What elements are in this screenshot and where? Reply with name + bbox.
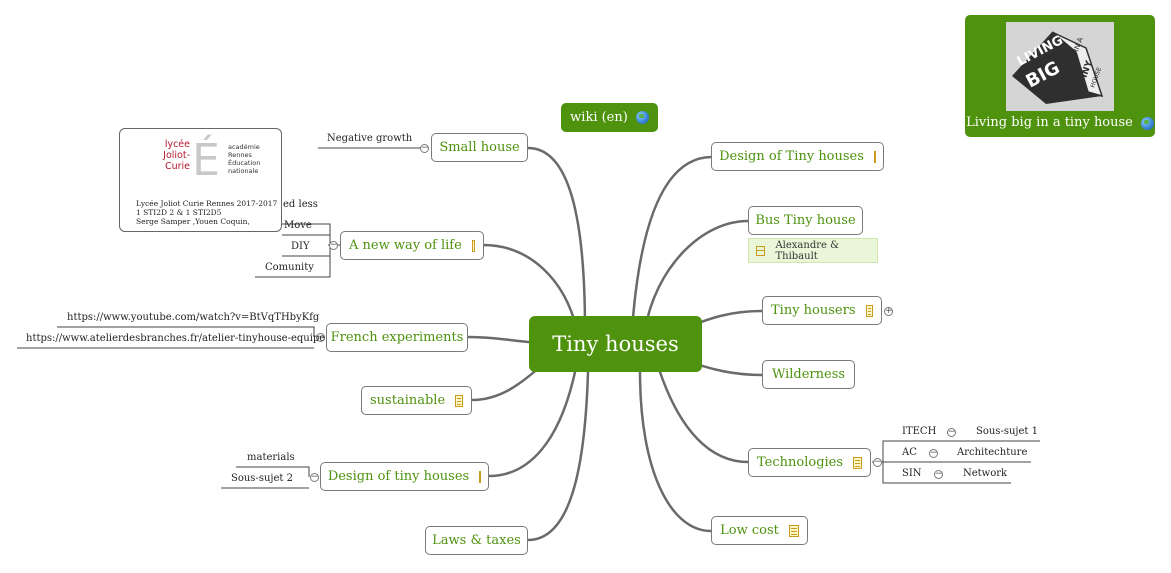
topic-bus-tiny-house[interactable]: Bus Tiny house [748, 206, 863, 235]
topic-wilderness-label: Wilderness [771, 367, 846, 382]
collapse-toggle-icon[interactable]: − [947, 427, 956, 437]
wiki-link-topic[interactable]: wiki (en) [561, 103, 658, 132]
living-big-label: Living big in a tiny house [966, 115, 1133, 130]
topic-design-upper-label: Design of Tiny houses [719, 149, 864, 164]
subtopic-sous-sujet-2[interactable]: Sous-sujet 2 [231, 473, 293, 484]
note-icon[interactable] [479, 470, 482, 483]
note-icon[interactable] [788, 524, 799, 537]
topic-low-cost-label: Low cost [720, 523, 779, 538]
subtopic-negative-growth[interactable]: Negative growth [327, 133, 413, 144]
callout-line-2: 1 STI2D 2 & 1 STI2D5 [136, 208, 222, 217]
collapse-toggle-icon[interactable]: − [310, 472, 319, 482]
subtopic-network[interactable]: Network [963, 468, 1008, 479]
subtopic-architechture[interactable]: Architechture [957, 447, 1028, 458]
topic-sustainable[interactable]: sustainable [361, 386, 472, 415]
subtopic-youtube-link[interactable]: https://www.youtube.com/watch?v=BtVqTHby… [67, 312, 320, 323]
collapse-toggle-icon[interactable]: − [873, 457, 882, 467]
branch-laws-taxes [526, 370, 590, 542]
topic-design-tiny-houses-lower[interactable]: Design of tiny houses [320, 462, 489, 491]
topic-tiny-housers-label: Tiny housers [771, 303, 856, 318]
callout-lycee-info[interactable]: lycée Joliot-Curie É académie Rennes Édu… [119, 128, 282, 232]
label-alexandre-thibault[interactable]: Alexandre & Thibault [748, 238, 878, 263]
label-text: Alexandre & Thibault [775, 239, 840, 262]
branch-new-way [481, 243, 579, 332]
academie-e-logo: É [192, 135, 220, 186]
globe-icon[interactable] [1140, 117, 1154, 130]
subtopic-atelier-link[interactable]: https://www.atelierdesbranches.fr/atelie… [26, 333, 326, 344]
collapse-toggle-icon[interactable]: − [420, 143, 429, 153]
callout-line-1: Lycée Joliot Curie Rennes 2017-2017 [136, 199, 278, 208]
globe-icon[interactable] [635, 111, 649, 124]
lycee-logo: lycée Joliot-Curie [162, 139, 190, 172]
note-icon[interactable] [853, 456, 862, 469]
academie-line-2: Rennes [228, 151, 252, 159]
collapse-toggle-icon[interactable]: − [329, 240, 338, 250]
note-icon[interactable] [455, 394, 463, 407]
academie-line-4: nationale [228, 167, 259, 175]
central-topic[interactable]: Tiny houses [529, 316, 702, 372]
branch-bus [643, 219, 750, 332]
topic-french-experiments[interactable]: French experiments [326, 323, 468, 352]
topic-wilderness[interactable]: Wilderness [762, 360, 855, 389]
subtopic-materials[interactable]: materials [247, 452, 295, 463]
subtopic-need-less[interactable]: ed less [283, 199, 318, 210]
expand-toggle-icon[interactable]: + [884, 306, 893, 316]
topic-low-cost[interactable]: Low cost [711, 516, 808, 545]
note-icon[interactable] [873, 150, 876, 163]
branch-technologies [658, 370, 750, 464]
topic-small-house[interactable]: Small house [431, 133, 528, 162]
note-icon[interactable] [471, 239, 475, 252]
subtopic-comunity[interactable]: Comunity [265, 262, 314, 273]
academie-line-1: académie [228, 143, 260, 151]
topic-design-lower-label: Design of tiny houses [327, 469, 470, 484]
lycee-logo-line-2: Joliot-Curie [163, 150, 190, 172]
subtopic-ac[interactable]: AC [902, 447, 917, 458]
collapse-toggle-icon[interactable]: − [934, 469, 943, 479]
topic-french-experiments-label: French experiments [330, 330, 464, 345]
topic-bus-label: Bus Tiny house [755, 213, 856, 228]
academie-line-3: Éducation [228, 159, 261, 167]
subtopic-sin[interactable]: SIN [902, 468, 922, 479]
label-icon [756, 245, 766, 256]
branch-small-house [526, 146, 587, 332]
topic-new-way-of-life[interactable]: A new way of life [340, 231, 484, 260]
topic-small-house-label: Small house [439, 140, 520, 155]
topic-tiny-housers[interactable]: Tiny housers [762, 296, 882, 325]
subtopic-move[interactable]: Move [284, 220, 312, 231]
topic-new-way-label: A new way of life [349, 238, 462, 253]
topic-laws-taxes-label: Laws & taxes [432, 533, 521, 548]
note-icon[interactable] [865, 304, 873, 317]
collapse-toggle-icon[interactable]: − [316, 332, 325, 342]
subtopic-diy[interactable]: DIY [291, 241, 310, 252]
branch-low-cost [638, 370, 713, 533]
subtopic-sous-sujet-1[interactable]: Sous-sujet 1 [976, 426, 1038, 437]
topic-technologies-label: Technologies [757, 455, 844, 470]
topic-laws-taxes[interactable]: Laws & taxes [425, 526, 528, 555]
branch-design-upper [630, 155, 714, 332]
lycee-logo-line-1: lycée [164, 139, 190, 150]
wiki-link-label: wiki (en) [570, 110, 628, 125]
topic-sustainable-label: sustainable [370, 393, 446, 408]
subtopic-itech[interactable]: ITECH [902, 426, 937, 437]
academie-logo-text: académie Rennes Éducation nationale [228, 143, 260, 175]
central-topic-label: Tiny houses [552, 332, 679, 356]
branch-design-lower [487, 370, 577, 478]
topic-technologies[interactable]: Technologies [748, 448, 871, 477]
living-big-image: LIVING BIG IN A TINY HOUSE [1006, 22, 1114, 111]
callout-line-3: Serge Samper ,Youen Coquin, [136, 217, 250, 226]
collapse-toggle-icon[interactable]: − [929, 448, 938, 458]
topic-design-tiny-houses-upper[interactable]: Design of Tiny houses [711, 142, 884, 171]
